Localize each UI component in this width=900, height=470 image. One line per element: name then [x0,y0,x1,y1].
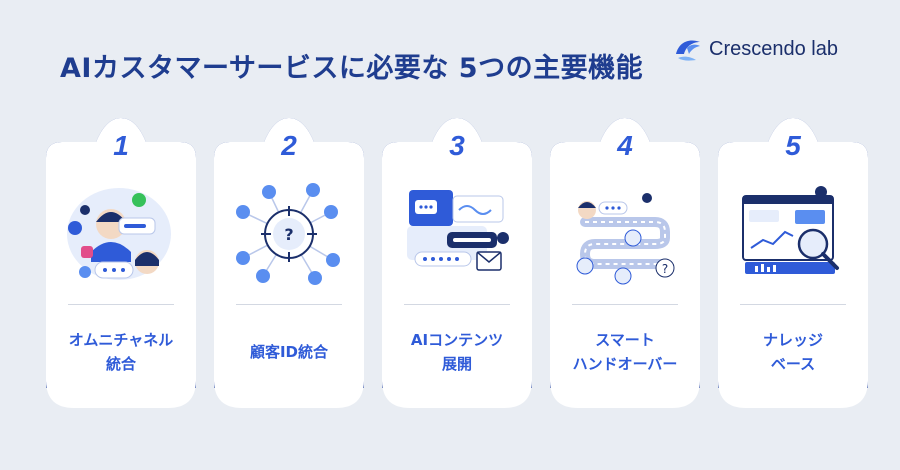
feature-number: 3 [449,130,465,161]
feature-cards: 1 オムニチャネル 統合 2 [46,118,868,418]
card-divider [236,304,342,305]
card-divider [740,304,846,305]
crescendo-logo-icon [676,40,701,61]
feature-card-omnichannel: 1 オムニチャネル 統合 [46,118,196,418]
feature-label-line: オムニチャネル [68,331,174,349]
feature-label: スマート ハンドオーバー [550,328,700,376]
feature-card-customer-id: 2 ? 顧客ID統合 [214,118,364,418]
customer-id-icon: ? [236,183,340,285]
card-divider [404,304,510,305]
feature-card-knowledge-base: 5 ナレッジ ベース [718,118,868,418]
feature-label-line: ハンドオーバー [572,355,678,373]
brand-logo: Crescendo lab [673,34,838,64]
svg-text:?: ? [662,262,668,276]
page-title: AIカスタマーサービスに必要な 5つの主要機能 [60,53,644,84]
feature-card-ai-content: 3 AIコンテンツ 展開 [382,118,532,418]
feature-label: 顧客ID統合 [214,340,364,364]
card-divider [572,304,678,305]
feature-label: AIコンテンツ 展開 [382,328,532,376]
card-divider [68,304,174,305]
feature-label-line: AIコンテンツ [410,331,504,349]
knowledge-base-icon [742,186,839,274]
feature-number: 1 [113,130,129,161]
feature-label: ナレッジ ベース [718,328,868,376]
feature-label-line: ナレッジ [762,331,823,349]
feature-card-handover: 4 ? スマート ハンドオーバー [550,118,700,418]
feature-number: 5 [785,130,801,161]
feature-label-line: ベース [770,355,816,373]
ai-content-icon [407,190,509,271]
feature-label-line: スマート [595,331,655,349]
handover-icon: ? [576,193,675,285]
feature-number: 2 [281,130,297,161]
svg-text:?: ? [284,225,293,244]
card-background [550,118,700,408]
feature-label-line: 顧客ID統合 [249,343,329,361]
omnichannel-icon [67,188,171,280]
feature-label-line: 統合 [105,355,136,373]
feature-label-line: 展開 [441,355,472,373]
brand-name: Crescendo lab [709,37,838,60]
feature-number: 4 [617,130,633,161]
feature-label: オムニチャネル 統合 [46,328,196,376]
